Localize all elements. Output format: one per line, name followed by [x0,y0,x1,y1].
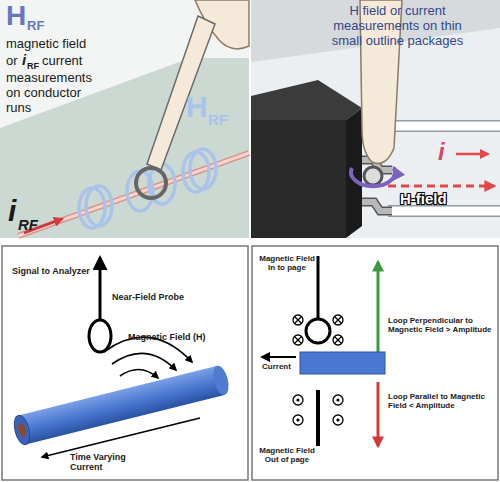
field-direction-arrow [388,185,494,188]
probe-loop [306,319,330,343]
field-out-symbol [333,395,343,405]
probe-loop [136,168,166,198]
pcb-trace [388,122,500,131]
wire-section [300,352,385,374]
copper-core [17,422,27,437]
field-arrow [351,168,395,186]
field-line [112,353,176,370]
field-symbol: H [6,0,26,32]
amplitude-note: Loop Parallel to Magnetic Field < Amplit… [388,392,496,410]
field-symbol: H [186,90,208,125]
field-out-dot [336,398,339,401]
subscript: RF [27,61,39,71]
wire-end [12,414,33,446]
caption-line: measurements on conductor runs [6,71,102,116]
ic-lead [362,202,392,211]
panel-background [0,0,249,238]
panel-background [251,0,500,238]
wire-end [210,364,231,396]
current-arrow [42,418,200,457]
current-arrow [262,356,296,358]
caption-line: magnetic field [6,37,86,52]
field-in-symbol [295,317,302,324]
amplitude-note: Loop Perpendicular to Magnetic Field > A… [388,316,496,334]
field-label: Magnetic Field (H) [128,332,206,342]
ic-lead [362,202,392,211]
field-loop [86,186,112,226]
pcb-trace [388,120,500,132]
field-in-symbol [335,337,342,344]
signal-lead [99,258,102,320]
field-label: Magnetic Field Out of page [256,446,318,464]
wire-body [18,366,224,445]
current-label: Time Varying Current [70,452,140,473]
subscript: RF [18,216,38,233]
current-arrow [456,153,488,156]
subscript: RF [208,111,228,128]
field-label: H-field [400,190,447,207]
ic-package [251,80,362,120]
field-in-symbols [293,315,343,345]
probe-loop [89,320,111,352]
ic-package [251,120,346,238]
field-out-symbol [333,415,343,425]
field-out-symbol [293,415,303,425]
ic-package [346,108,362,238]
field-in-symbol [333,315,343,325]
current-symbol: i [22,51,26,68]
caption-line: or [6,54,18,69]
caption-line: current [42,54,82,69]
field-loop [190,149,216,189]
field-out-dot [336,418,339,421]
probe-edge-on [316,390,320,446]
circuit-board [0,58,249,238]
field-in-symbol [293,315,303,325]
panel-frame [252,246,498,480]
field-out-symbol [293,395,303,405]
field-in-symbol [293,335,303,345]
caption-text: H field or current measurements on thin … [330,4,465,49]
pcb-trace [388,207,500,216]
probe-label: Signal to Analyzer [12,266,90,276]
subscript: RF [27,19,44,34]
current-label: Current [262,362,291,371]
field-in-symbol [333,335,343,345]
probe-handle [147,16,215,170]
probe-loop [364,167,382,185]
field-in-symbol [295,337,302,344]
field-label: Magnetic Field In to page [256,254,318,272]
panel-frame [2,246,248,480]
field-out-dot [296,398,299,401]
probe-lead [317,256,320,318]
field-in-symbol [335,317,342,324]
amplitude-down-arrow [377,382,380,446]
current-symbol: i [438,138,445,166]
field-line [120,369,158,378]
current-symbol: i [8,194,16,229]
field-out-dot [296,418,299,421]
wire [12,364,232,446]
probe-label: Near-Field Probe [112,292,184,302]
